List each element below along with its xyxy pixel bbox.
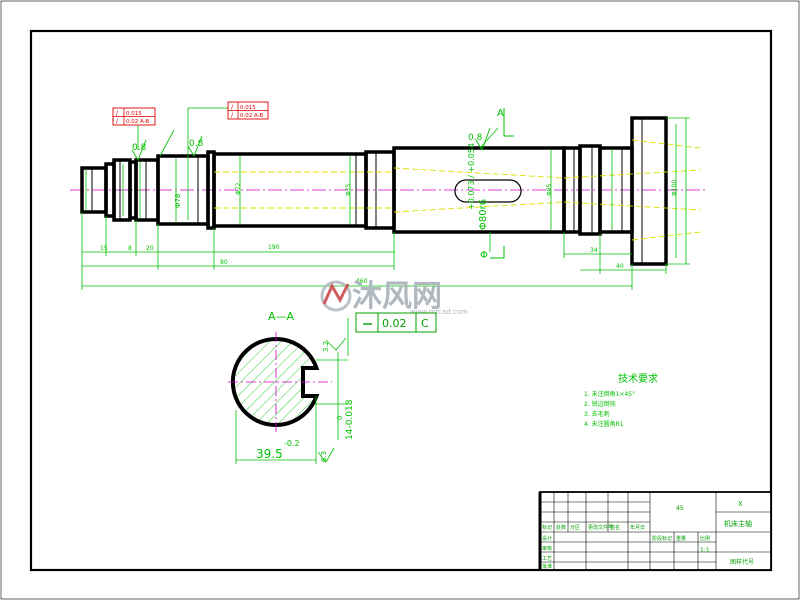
section-view-title: A—A xyxy=(268,310,295,323)
watermark-url: www.mfcad.com xyxy=(410,308,468,316)
keyway-slot xyxy=(454,179,522,203)
tb-code: 图样代号 xyxy=(730,558,754,566)
section-view-circle xyxy=(228,332,332,432)
svg-text:/: / xyxy=(116,118,119,125)
svg-text:/: / xyxy=(231,104,234,111)
keyway-width-top: 0 xyxy=(336,416,344,420)
title-block xyxy=(538,491,772,571)
keyway-width: 14-0.018 xyxy=(345,399,355,440)
tech-req-item: 2. 锐边倒钝 xyxy=(584,400,616,408)
fit-main-tolerance: +0.073 / +0.054 xyxy=(467,143,476,210)
svg-text:Φ75: Φ75 xyxy=(345,183,352,196)
roughness-side: 3.2 xyxy=(322,341,330,352)
roughness-left: 0.8 xyxy=(132,143,147,153)
tolerance-frame-2: / / 0.015 0.02 A-B xyxy=(227,101,269,120)
tech-req-item: 1. 未注倒角1×45° xyxy=(584,390,635,398)
section-marker-bottom: Φ xyxy=(480,250,488,261)
tb-header: 标记 xyxy=(542,524,552,531)
tb-stage: 阶段标记 xyxy=(652,535,672,542)
svg-text:Φ85: Φ85 xyxy=(546,183,553,196)
tb-header: 处数 xyxy=(556,524,566,531)
svg-text:80: 80 xyxy=(220,259,228,266)
tolerance-frame-1: / / 0.015 0.02 A-B xyxy=(112,107,156,126)
dimension-lines xyxy=(81,107,690,290)
tolerance-frame-2-line1: 0.015 xyxy=(240,105,256,111)
svg-text:34: 34 xyxy=(590,247,598,254)
section-marker-top: A xyxy=(497,108,504,119)
svg-text:40: 40 xyxy=(616,263,624,270)
tech-req-item: 3. 去毛刺 xyxy=(584,410,610,418)
shaft-outline xyxy=(80,116,668,266)
roughness-marks xyxy=(131,127,491,162)
title-block-texts: 标记 处数 分区 更改文件号 签名 年月日 设计 审核 工艺 批准 阶段标记 重… xyxy=(542,524,710,570)
roughness-right: 0.8 xyxy=(468,133,483,143)
watermark-brand: 沐风网 xyxy=(352,279,442,314)
svg-text:8: 8 xyxy=(128,245,132,252)
tb-header: 更改文件号 xyxy=(588,524,613,531)
tb-role: 工艺 xyxy=(542,556,552,562)
tb-role: 设计 xyxy=(542,535,552,542)
svg-text:Φ72: Φ72 xyxy=(235,182,242,195)
svg-text:15: 15 xyxy=(100,245,108,252)
tech-req-list: 1. 未注倒角1×45° 2. 锐边倒钝 3. 去毛刺 4. 未注圆角R1 xyxy=(584,390,635,428)
tb-role: 审核 xyxy=(542,545,552,552)
svg-text:Φ100: Φ100 xyxy=(671,180,678,196)
tb-stage: 比例 xyxy=(700,535,710,542)
flatness-frame: 0.02 C xyxy=(355,312,437,333)
section-dimension-lines xyxy=(235,318,349,464)
hidden-lines xyxy=(214,139,701,241)
tb-stage: 重量 xyxy=(676,535,686,542)
section-diameter: 39.5 xyxy=(256,447,283,461)
tech-req-item: 4. 未注圆角R1 xyxy=(584,420,624,428)
tolerance-frame-2-line2: 0.02 A-B xyxy=(240,113,263,119)
svg-text:/: / xyxy=(116,110,119,117)
watermark-logo xyxy=(320,280,352,312)
tb-header: 年月日 xyxy=(630,524,645,531)
fit-main-label: Φ80r6 xyxy=(478,199,489,230)
tb-material: 45 xyxy=(676,505,684,512)
svg-text:460: 460 xyxy=(356,278,368,285)
tb-header: 分区 xyxy=(570,524,580,531)
diameter-78: Φ78 xyxy=(174,194,182,208)
shaft-interior-lines xyxy=(91,118,643,264)
roughness-bottom: 6.3 xyxy=(320,451,328,462)
tb-company: X xyxy=(738,500,743,508)
tb-scale: 1:1 xyxy=(700,547,710,554)
flatness-datum: C xyxy=(421,317,429,330)
tolerance-frame-1-line2: 0.02 A-B xyxy=(126,119,149,125)
section-cut-marker xyxy=(490,108,514,259)
tb-drawing-name: 机床主轴 xyxy=(724,519,752,528)
tolerance-frame-1-line1: 0.015 xyxy=(126,111,142,117)
drawing-border xyxy=(29,29,773,572)
dimension-texts: 15 8 20 190 80 460 34 40 Φ72 Φ75 Φ85 Φ10… xyxy=(100,180,678,285)
tb-header: 签名 xyxy=(610,524,620,531)
svg-text:190: 190 xyxy=(268,244,280,251)
svg-text:20: 20 xyxy=(146,245,154,252)
tb-role: 批准 xyxy=(542,563,552,570)
tech-req-title: 技术要求 xyxy=(618,372,658,385)
flatness-value: 0.02 xyxy=(382,317,407,330)
svg-text:/: / xyxy=(231,112,234,119)
section-diameter-tol: -0.2 xyxy=(284,439,300,448)
roughness-mid: 0.8 xyxy=(189,139,204,149)
